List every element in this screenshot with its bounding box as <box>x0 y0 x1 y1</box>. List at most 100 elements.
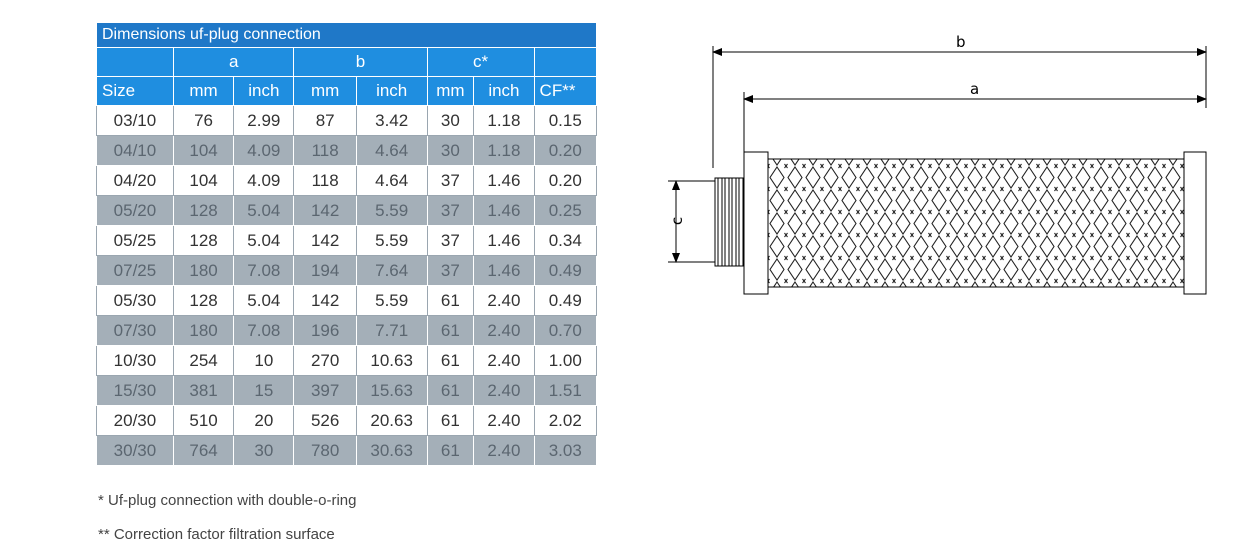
table-cell: 2.99 <box>233 105 295 136</box>
table-cell: 1.51 <box>533 375 598 406</box>
table-cell: 07/25 <box>96 255 174 286</box>
dimension-label-c: c <box>668 217 686 225</box>
table-cell: 30/30 <box>96 435 174 466</box>
footnote-double-o-ring: * Uf-plug connection with double-o-ring <box>98 492 357 509</box>
table-cell: 04/20 <box>96 165 174 196</box>
table-cell: 1.46 <box>473 225 535 256</box>
table-cell: 0.20 <box>533 165 598 196</box>
table-cell: 20 <box>233 405 295 436</box>
group-header-b: b <box>293 47 428 77</box>
table-cell: 196 <box>293 315 357 346</box>
table-cell: 5.59 <box>355 225 428 256</box>
table-cell: 7.08 <box>233 255 295 286</box>
table-cell: 254 <box>172 345 235 376</box>
table-cell: 0.20 <box>533 135 598 166</box>
header-blank <box>96 47 174 77</box>
right-end-cap <box>1183 151 1207 295</box>
table-cell: 10.63 <box>355 345 428 376</box>
table-cell: 104 <box>172 165 235 196</box>
table-cell: 1.00 <box>533 345 598 376</box>
table-cell: 5.59 <box>355 195 428 226</box>
table-cell: 30 <box>426 105 475 136</box>
table-cell: 87 <box>293 105 357 136</box>
table-cell: 510 <box>172 405 235 436</box>
table-cell: 37 <box>426 195 475 226</box>
table-cell: 780 <box>293 435 357 466</box>
table-cell: 37 <box>426 165 475 196</box>
column-header-c-mm: mm <box>426 76 475 106</box>
header-blank-cf <box>533 47 598 77</box>
dimension-label-a: a <box>970 80 979 98</box>
table-cell: 61 <box>426 435 475 466</box>
table-cell: 526 <box>293 405 357 436</box>
table-cell: 0.70 <box>533 315 598 346</box>
table-cell: 2.40 <box>473 435 535 466</box>
table-cell: 05/20 <box>96 195 174 226</box>
table-cell: 61 <box>426 285 475 316</box>
table-cell: 61 <box>426 405 475 436</box>
table-cell: 128 <box>172 285 235 316</box>
dimension-label-b: b <box>956 33 966 51</box>
table-cell: 20.63 <box>355 405 428 436</box>
table-cell: 04/10 <box>96 135 174 166</box>
table-cell: 1.46 <box>473 165 535 196</box>
filter-element-drawing: b a c <box>668 33 1207 295</box>
table-cell: 37 <box>426 225 475 256</box>
table-cell: 270 <box>293 345 357 376</box>
table-cell: 0.15 <box>533 105 598 136</box>
column-header-b-inch: inch <box>355 76 428 106</box>
table-cell: 05/30 <box>96 285 174 316</box>
table-cell: 15 <box>233 375 295 406</box>
table-cell: 2.02 <box>533 405 598 436</box>
table-cell: 7.64 <box>355 255 428 286</box>
table-cell: 2.40 <box>473 315 535 346</box>
table-cell: 61 <box>426 315 475 346</box>
table-cell: 03/10 <box>96 105 174 136</box>
column-header-a-inch: inch <box>233 76 295 106</box>
table-cell: 118 <box>293 165 357 196</box>
table-cell: 142 <box>293 195 357 226</box>
table-cell: 1.46 <box>473 195 535 226</box>
table-cell: 2.40 <box>473 405 535 436</box>
table-cell: 15.63 <box>355 375 428 406</box>
mesh-filter-body <box>767 158 1185 288</box>
uf-plug-connection <box>714 177 746 267</box>
table-cell: 30 <box>233 435 295 466</box>
table-cell: 3.42 <box>355 105 428 136</box>
column-header-cf: CF** <box>533 76 598 106</box>
table-cell: 397 <box>293 375 357 406</box>
table-cell: 180 <box>172 255 235 286</box>
dimension-a: a <box>743 80 1207 152</box>
dimensions-table: Dimensions uf-plug connection a b c* Siz… <box>96 22 598 466</box>
dimension-c: c <box>668 180 715 263</box>
table-cell: 128 <box>172 195 235 226</box>
table-cell: 10 <box>233 345 295 376</box>
table-cell: 1.18 <box>473 105 535 136</box>
table-cell: 76 <box>172 105 235 136</box>
column-header-a-mm: mm <box>172 76 235 106</box>
table-cell: 30 <box>426 135 475 166</box>
table-cell: 4.64 <box>355 135 428 166</box>
table-cell: 4.09 <box>233 135 295 166</box>
table-cell: 1.18 <box>473 135 535 166</box>
dimension-b: b <box>712 33 1207 168</box>
table-cell: 30.63 <box>355 435 428 466</box>
group-header-a: a <box>172 47 295 77</box>
table-cell: 15/30 <box>96 375 174 406</box>
table-cell: 104 <box>172 135 235 166</box>
left-end-cap <box>743 151 769 295</box>
table-cell: 0.49 <box>533 255 598 286</box>
table-cell: 37 <box>426 255 475 286</box>
table-cell: 0.34 <box>533 225 598 256</box>
table-cell: 0.25 <box>533 195 598 226</box>
table-cell: 381 <box>172 375 235 406</box>
table-cell: 20/30 <box>96 405 174 436</box>
table-cell: 2.40 <box>473 345 535 376</box>
table-cell: 1.46 <box>473 255 535 286</box>
